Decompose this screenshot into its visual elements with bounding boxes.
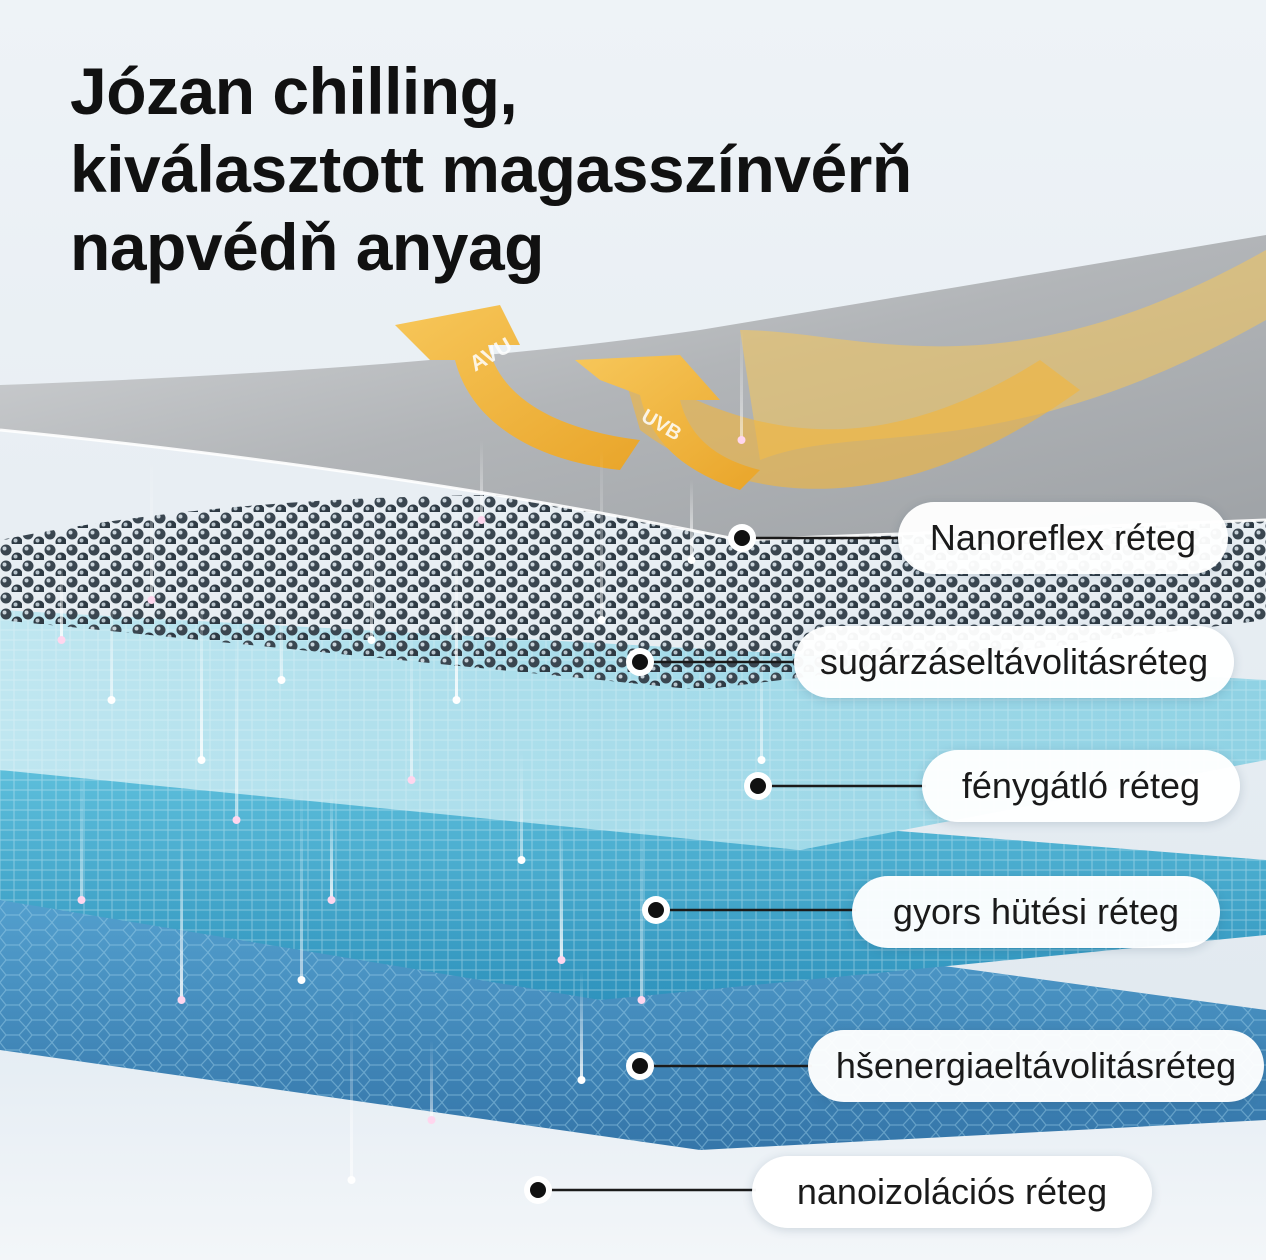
marker-dot	[632, 1058, 648, 1074]
callout-nanoreflex: Nanoreflex réteg	[898, 502, 1228, 574]
light-streak	[150, 460, 153, 600]
light-spark	[477, 516, 486, 524]
light-spark	[77, 896, 86, 904]
light-streak	[280, 600, 283, 680]
callout-radiation-removal: sugárzáseltávolitásréteg	[794, 626, 1234, 698]
light-streak	[110, 590, 113, 700]
light-spark	[232, 816, 241, 824]
light-spark	[347, 1176, 356, 1184]
marker-dot	[734, 530, 750, 546]
light-streak	[760, 620, 763, 760]
light-spark	[107, 696, 116, 704]
ray-band	[620, 360, 1080, 489]
light-spark	[177, 996, 186, 1004]
light-spark	[517, 856, 526, 864]
light-spark	[557, 956, 566, 964]
marker-dot	[648, 902, 664, 918]
light-spark	[737, 436, 746, 444]
light-streak	[560, 820, 563, 960]
light-streak	[455, 500, 458, 700]
light-streak	[300, 780, 303, 980]
light-spark	[367, 636, 376, 644]
light-spark	[452, 696, 461, 704]
light-spark	[327, 896, 336, 904]
callout-fast-cooling: gyors hütési réteg	[852, 876, 1220, 948]
light-spark	[197, 756, 206, 764]
light-spark	[427, 1116, 436, 1124]
light-streak	[600, 450, 603, 620]
light-spark	[297, 976, 306, 984]
light-streak	[740, 330, 743, 440]
light-spark	[277, 676, 286, 684]
light-spark	[637, 996, 646, 1004]
light-streak	[580, 970, 583, 1080]
callout-nanoinsulation: nanoizolációs réteg	[752, 1156, 1152, 1228]
light-spark	[407, 776, 416, 784]
marker-dot	[632, 654, 648, 670]
light-streak	[370, 500, 373, 640]
light-streak	[350, 1010, 353, 1180]
marker-dot	[750, 778, 766, 794]
light-streak	[410, 610, 413, 780]
light-streak	[60, 560, 63, 640]
light-streak	[330, 790, 333, 900]
light-spark	[757, 756, 766, 764]
uva-arrow-icon: AVU	[395, 305, 640, 470]
callout-light-blocking: fénygátló réteg	[922, 750, 1240, 822]
light-streaks	[57, 330, 766, 1184]
light-streak	[480, 440, 483, 520]
callout-heat-energy-removal: hšenergiaeltávolitásréteg	[808, 1030, 1264, 1102]
light-spark	[577, 1076, 586, 1084]
light-streak	[520, 750, 523, 860]
light-spark	[597, 616, 606, 624]
leader-lines	[524, 524, 926, 1204]
light-streak	[690, 480, 693, 560]
light-streak	[640, 800, 643, 1000]
light-streak	[430, 1040, 433, 1120]
headline: Józan chilling, kiválasztott magasszínvé…	[70, 52, 912, 286]
marker-dot	[530, 1182, 546, 1198]
light-streak	[80, 760, 83, 900]
light-streak	[180, 830, 183, 1000]
headline-line-3: napvédň anyag	[70, 210, 544, 284]
light-spark	[687, 556, 696, 564]
ray-band	[740, 250, 1266, 460]
light-streak	[235, 620, 238, 820]
light-streak	[200, 590, 203, 760]
light-spark	[147, 596, 156, 604]
light-spark	[57, 636, 66, 644]
headline-line-2: kiválasztott magasszínvérň	[70, 132, 912, 206]
headline-line-1: Józan chilling,	[70, 54, 518, 128]
